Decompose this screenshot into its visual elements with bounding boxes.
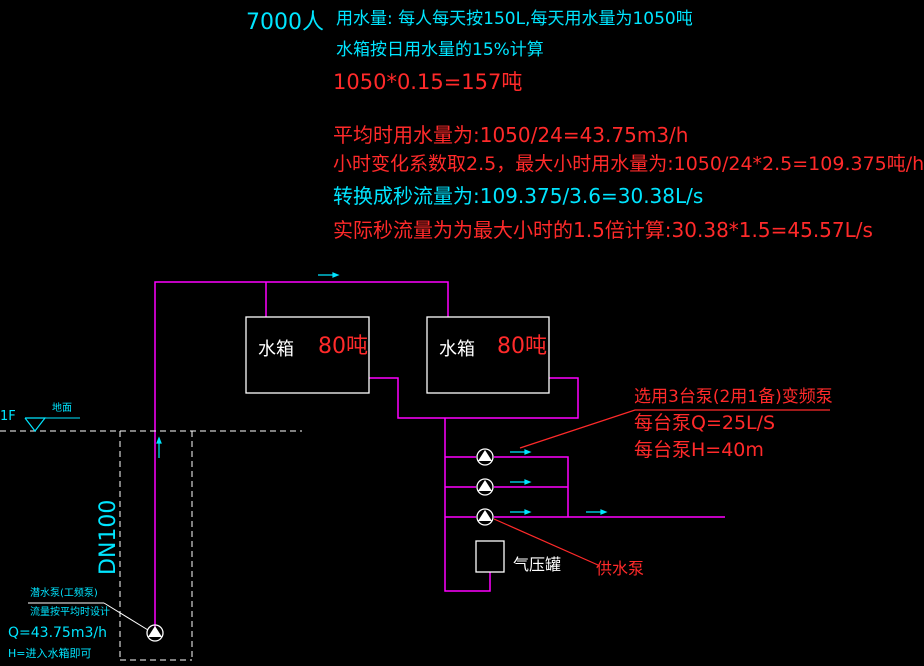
pump1-discharge bbox=[494, 456, 569, 517]
piping bbox=[154, 281, 725, 628]
water-tank-1 bbox=[245, 316, 370, 394]
tank-calc: 1050*0.15=157吨 bbox=[333, 70, 523, 94]
tank-2-label: 水箱 bbox=[439, 339, 475, 360]
tank-1-label: 水箱 bbox=[258, 339, 294, 360]
schematic-canvas bbox=[0, 272, 830, 661]
water-tank-2 bbox=[426, 316, 550, 394]
flow-arrow-icon bbox=[524, 449, 532, 455]
supply-pump-leader bbox=[493, 518, 599, 566]
well-pump-icon bbox=[146, 624, 164, 642]
pump-spec-leader bbox=[519, 409, 830, 449]
pump-1-triangle-icon bbox=[478, 450, 492, 461]
pump-3-icon bbox=[476, 508, 494, 526]
avg-hour-calc: 平均时用水量为:1050/24=43.75m3/h bbox=[333, 123, 689, 147]
tank-outlet-header bbox=[369, 377, 579, 419]
tank-1-capacity: 80吨 bbox=[318, 334, 368, 359]
well-pump-note-4: H=进入水箱即可 bbox=[8, 647, 92, 660]
pump-spec-line-2: 每台泵Q=25L/S bbox=[634, 412, 776, 434]
floor-label: 1F bbox=[0, 409, 16, 424]
well-shaft bbox=[0, 430, 302, 661]
pressure-tank-label: 气压罐 bbox=[513, 555, 562, 574]
flow-arrow-icon bbox=[600, 509, 608, 515]
pump-3-triangle-icon bbox=[478, 510, 492, 521]
flow-arrows bbox=[156, 272, 608, 515]
flow-arrow-icon bbox=[524, 479, 532, 485]
riser-pipe bbox=[154, 281, 449, 628]
per-second-calc: 转换成秒流量为:109.375/3.6=30.38L/s bbox=[333, 184, 704, 208]
pressure-tank bbox=[475, 540, 505, 573]
actual-second-calc: 实际秒流量为为最大小时的1.5倍计算:30.38*1.5=45.57L/s bbox=[333, 218, 873, 242]
pump-2-icon bbox=[476, 478, 494, 496]
pipe-size-label: DN100 bbox=[96, 499, 121, 575]
supply-pump-label: 供水泵 bbox=[596, 559, 645, 578]
well-pump-pointer bbox=[103, 602, 149, 631]
ground-level-symbol bbox=[24, 417, 47, 432]
well-pump-triangle-icon bbox=[148, 626, 162, 637]
max-hour-calc: 小时变化系数取2.5，最大小时用水量为:1050/24*2.5=109.375吨… bbox=[333, 153, 924, 175]
usage-line-2: 水箱按日用水量的15%计算 bbox=[336, 40, 544, 60]
well-pump-note-3: Q=43.75m3/h bbox=[8, 625, 107, 641]
tank-2-capacity: 80吨 bbox=[497, 334, 547, 359]
leader-lines bbox=[493, 409, 830, 566]
pump-spec-line-1: 选用3台泵(2用1备)变频泵 bbox=[634, 387, 833, 407]
flow-arrow-icon bbox=[332, 272, 340, 278]
pump-1-icon bbox=[476, 448, 494, 466]
flow-arrow-icon bbox=[524, 509, 532, 515]
pump-spec-line-3: 每台泵H=40m bbox=[634, 439, 764, 461]
pump-2-triangle-icon bbox=[478, 480, 492, 491]
well-pump-note-2: 流量按平均时设计 bbox=[30, 607, 110, 618]
well-pump-leader bbox=[28, 602, 149, 631]
pump-group bbox=[146, 448, 494, 642]
ground-label: 地面 bbox=[52, 403, 72, 414]
population-label: 7000人 bbox=[246, 10, 324, 35]
usage-line-1: 用水量: 每人每天按150L,每天用水量为1050吨 bbox=[336, 9, 693, 29]
well-pump-note-1: 潜水泵(工频泵) bbox=[30, 588, 98, 599]
pump-suction-pipe bbox=[444, 418, 491, 592]
flow-arrow-up-icon bbox=[156, 436, 162, 444]
